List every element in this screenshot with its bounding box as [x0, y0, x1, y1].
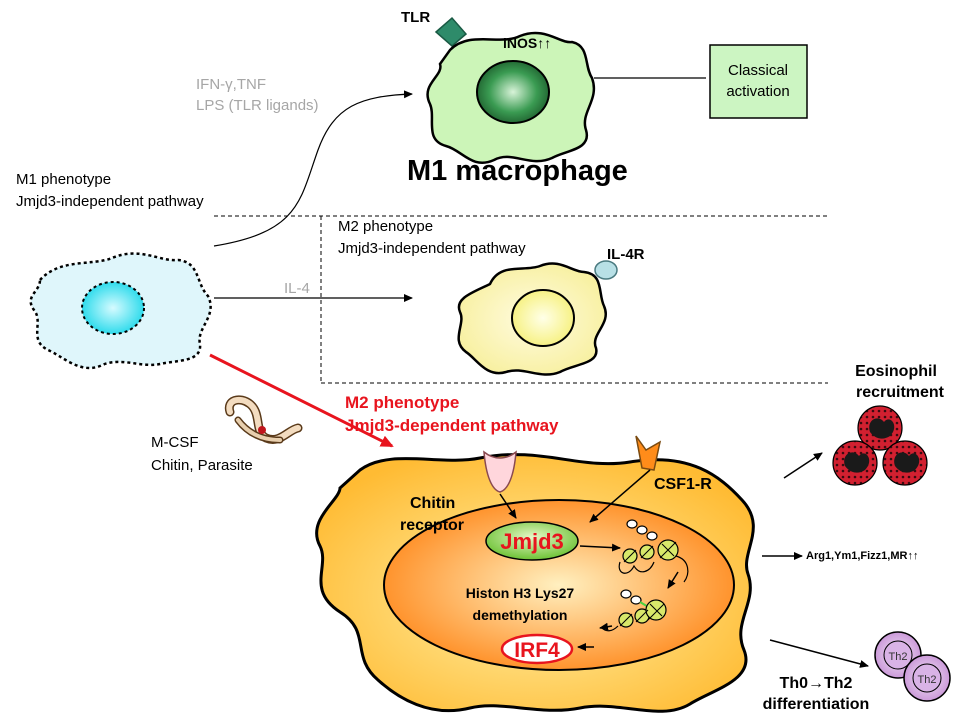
tlr-receptor-icon [434, 16, 468, 47]
precursor-cell [29, 252, 212, 370]
histone-to-irf4-arrow [599, 622, 613, 631]
inos-label: iNOS↑↑ [503, 35, 551, 51]
classical-label-2: activation [726, 83, 789, 100]
m2-dependent-macrophage-cell [315, 453, 755, 713]
th2-arrow [769, 639, 869, 668]
th2-cell-front [903, 654, 951, 702]
csf1r-label: CSF1-R [654, 476, 712, 493]
th0-th2-label: Th0→Th2 [780, 675, 853, 692]
histon-label-2: demethylation [473, 607, 568, 623]
m2-dependent-nucleus [383, 499, 735, 671]
eosinophil-cell-left [832, 440, 878, 486]
lps-label: LPS (TLR ligands) [196, 97, 319, 114]
chitin-to-jmjd3-arrow [499, 493, 517, 519]
jmjd3-to-histone-arrow [579, 543, 621, 552]
il4r-receptor-icon [594, 260, 618, 280]
arg1-label: Arg1,Ym1,Fizz1,MR↑↑ [806, 550, 918, 562]
differentiation-label: differentiation [763, 696, 870, 713]
jmjd3-oval [485, 521, 579, 561]
eosinophil-label-1: Eosinophil [855, 363, 937, 380]
m1-macrophage-title: M1 macrophage [407, 155, 628, 187]
m2-dependent-phenotype-label: M2 phenotype [345, 393, 459, 412]
m1-phenotype-label: M1 phenotype [16, 171, 111, 188]
m2-macrophage-cell [457, 262, 607, 376]
il4-label: IL-4 [284, 280, 310, 297]
precursor-nucleus [81, 281, 145, 335]
classical-activation-box [709, 44, 808, 119]
eosinophil-arrow [783, 452, 823, 479]
irf4-oval [500, 633, 574, 665]
csf1r-to-jmjd3-arrow [589, 469, 651, 523]
m1-curved-arrow [213, 90, 413, 247]
m1-nucleus [476, 60, 550, 124]
m2-independent-pathway-label: Jmjd3-independent pathway [338, 240, 526, 257]
histone-demethylated-icon [601, 589, 667, 632]
il4r-label: IL-4R [607, 246, 645, 263]
irf4-label: IRF4 [514, 639, 560, 662]
chitin-receptor-label-2: receptor [400, 517, 464, 534]
m2-phenotype-label: M2 phenotype [338, 218, 433, 235]
chitin-receptor-label-1: Chitin [410, 495, 455, 512]
eosinophil-cell-right [882, 440, 928, 486]
parasite-icon [224, 395, 303, 444]
ifn-tnf-label: IFN-γ,TNF [196, 76, 266, 93]
eosinophil-cell-top [857, 405, 903, 451]
jmjd3-label: Jmjd3 [500, 529, 564, 554]
m2-dependent-pathway-label: Jmjd3-dependent pathway [345, 416, 559, 435]
chitin-parasite-label: Chitin, Parasite [151, 457, 253, 474]
m1-macrophage-cell [426, 31, 596, 164]
classical-label-1: Classical [728, 62, 788, 79]
histone-nucleosome-icon [618, 519, 689, 583]
tlr-label: TLR [401, 9, 430, 26]
m1-pathway-label: Jmjd3-independent pathway [16, 193, 204, 210]
csf1r-receptor-icon [635, 435, 662, 471]
th2-label-front: Th2 [918, 674, 937, 686]
m2-nucleus [511, 289, 575, 347]
jmjd3-dependent-red-arrow [209, 353, 394, 448]
histone-step-arrow [667, 571, 679, 589]
eosinophil-label-2: recruitment [856, 384, 945, 401]
mcsf-label: M-CSF [151, 434, 199, 451]
chitin-receptor-icon [483, 450, 517, 493]
histon-label-1: Histon H3 Lys27 [466, 585, 575, 601]
th2-label-back: Th2 [889, 651, 908, 663]
